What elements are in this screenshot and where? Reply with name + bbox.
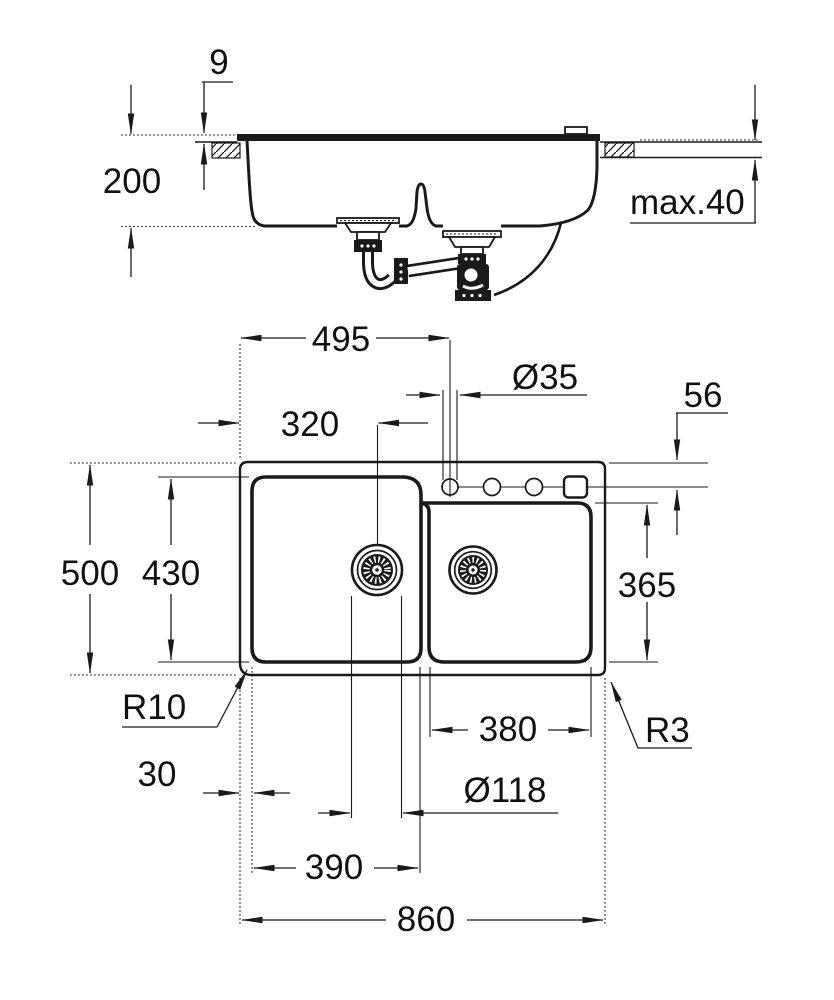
countertop-section-left xyxy=(195,141,241,159)
dim-label-o118: Ø118 xyxy=(463,771,546,810)
dim-holes-from-top: 56 xyxy=(673,376,728,535)
dim-label-430: 430 xyxy=(142,554,200,593)
sink-outline xyxy=(238,460,607,677)
dim-rim-height: 9 xyxy=(200,43,233,190)
drain-right xyxy=(448,545,498,595)
dim-label-500: 500 xyxy=(61,554,119,593)
plan-view: 495 Ø35 320 56 500 xyxy=(61,320,728,939)
dim-label-380: 380 xyxy=(479,710,537,749)
dim-faucet-from-left: 495 xyxy=(240,320,450,359)
dim-right-bowl-width: 380 xyxy=(431,710,590,749)
dim-label-9: 9 xyxy=(209,43,228,82)
dim-overall-depth: 500 xyxy=(61,464,119,674)
dim-left-bowl-width: 390 xyxy=(253,848,419,887)
overflow-knob xyxy=(564,126,588,135)
dim-faucet-diameter: Ø35 xyxy=(406,358,587,399)
dim-label-r3: R3 xyxy=(645,711,690,750)
accessory-hole-1 xyxy=(482,477,502,497)
left-bowl xyxy=(250,475,423,664)
dim-bowl-depth: 200 xyxy=(103,85,256,277)
dim-label-200: 200 xyxy=(103,162,161,201)
dim-left-bowl-depth: 430 xyxy=(142,478,200,661)
extension-lines xyxy=(70,344,708,926)
accessory-hole-2 xyxy=(524,477,544,497)
drain-cable xyxy=(493,222,563,297)
dim-label-r10: R10 xyxy=(122,688,186,727)
dim-label-390: 390 xyxy=(305,848,363,887)
dim-label-max40: max.40 xyxy=(630,183,745,222)
accessory-hole-square xyxy=(562,475,589,499)
drain-left xyxy=(350,543,404,597)
drain-assembly-side xyxy=(336,217,563,301)
dim-overall-width: 860 xyxy=(241,900,604,939)
dim-bowl-edge-inset: 30 xyxy=(138,755,290,797)
dim-right-bowl-depth: 365 xyxy=(618,504,676,661)
hole-row xyxy=(441,340,589,499)
sink-rim-profile xyxy=(237,134,600,141)
callout-r10: R10 xyxy=(122,669,248,728)
callout-r3: R3 xyxy=(610,681,692,750)
dim-label-30: 30 xyxy=(138,755,177,794)
dim-counter-thickness: max.40 xyxy=(630,85,759,224)
dim-label-495: 495 xyxy=(312,320,370,359)
dim-drain-diameter: Ø118 xyxy=(318,771,558,817)
dim-label-56: 56 xyxy=(684,376,723,415)
dim-label-o35: Ø35 xyxy=(512,358,578,397)
countertop-section-right xyxy=(600,139,762,159)
dim-label-320: 320 xyxy=(281,405,339,444)
side-view: 9 200 max.40 xyxy=(103,43,762,301)
dim-label-365: 365 xyxy=(618,566,676,605)
right-bowl xyxy=(421,501,593,664)
dim-drain-from-left: 320 xyxy=(198,405,428,444)
dim-label-860: 860 xyxy=(397,900,455,939)
sink-bowl-profile xyxy=(245,140,599,228)
